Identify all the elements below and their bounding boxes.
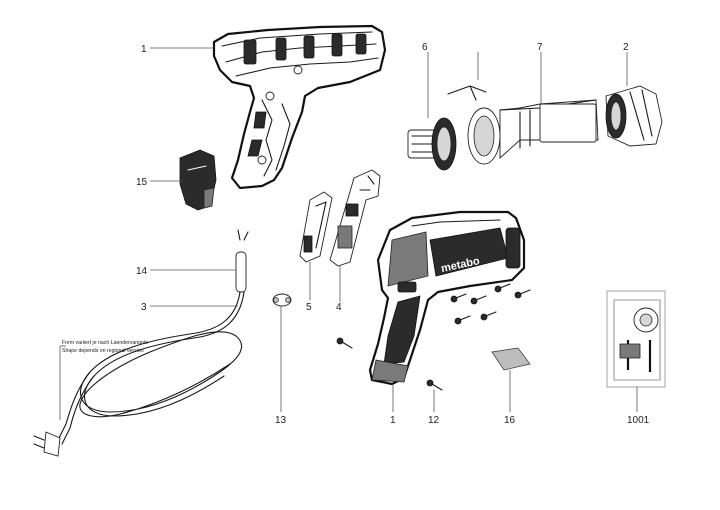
housing-half-part	[212, 24, 387, 190]
air-tube-part	[467, 99, 599, 165]
callout-7: 7	[537, 42, 543, 53]
switch-slider-part	[299, 191, 333, 263]
screw-7	[336, 337, 353, 349]
callout-15: 15	[136, 177, 148, 188]
callout-2: 2	[623, 42, 629, 53]
screw-1	[450, 293, 467, 303]
callout-6: 6	[422, 42, 428, 53]
screw-6	[480, 311, 497, 321]
cable-clamp-part	[272, 293, 292, 307]
callout-4: 4	[336, 302, 342, 313]
screws-part	[336, 283, 531, 391]
callout-5: 5	[306, 302, 312, 313]
screw-8	[426, 379, 443, 391]
callout-14: 14	[136, 266, 148, 277]
brush-holder-inset	[606, 290, 666, 388]
callout-1-assembled: 1	[390, 415, 396, 426]
callout-12: 12	[428, 415, 440, 426]
screw-4	[470, 295, 487, 305]
callout-labels: 1 6 7 2 15 14 3 5 4 13 1 12 16 1001	[136, 42, 650, 426]
cord-note-line1: Form variiert je nach Laendervariante	[62, 340, 148, 346]
leader-lines	[59, 47, 638, 420]
callout-16: 16	[504, 415, 516, 426]
switch-module-part	[329, 169, 381, 267]
rating-label-part	[491, 347, 531, 371]
callout-3: 3	[141, 302, 147, 313]
callout-13: 13	[275, 415, 287, 426]
screw-2	[494, 283, 511, 293]
cord-note-line2: Shape depends on regional version	[62, 348, 144, 354]
heating-element-part	[407, 85, 487, 171]
assembled-heat-gun: metabo	[368, 210, 526, 386]
callout-1001: 1001	[627, 415, 650, 426]
screw-5	[454, 315, 471, 325]
power-cord-part	[33, 229, 249, 457]
cover-part	[179, 149, 217, 211]
cord-note: Form variiert je nach Laendervariante Sh…	[60, 340, 148, 354]
callout-1-housing: 1	[141, 44, 147, 55]
screw-3	[514, 289, 531, 299]
plug	[33, 431, 61, 457]
nozzle-part	[605, 85, 663, 147]
